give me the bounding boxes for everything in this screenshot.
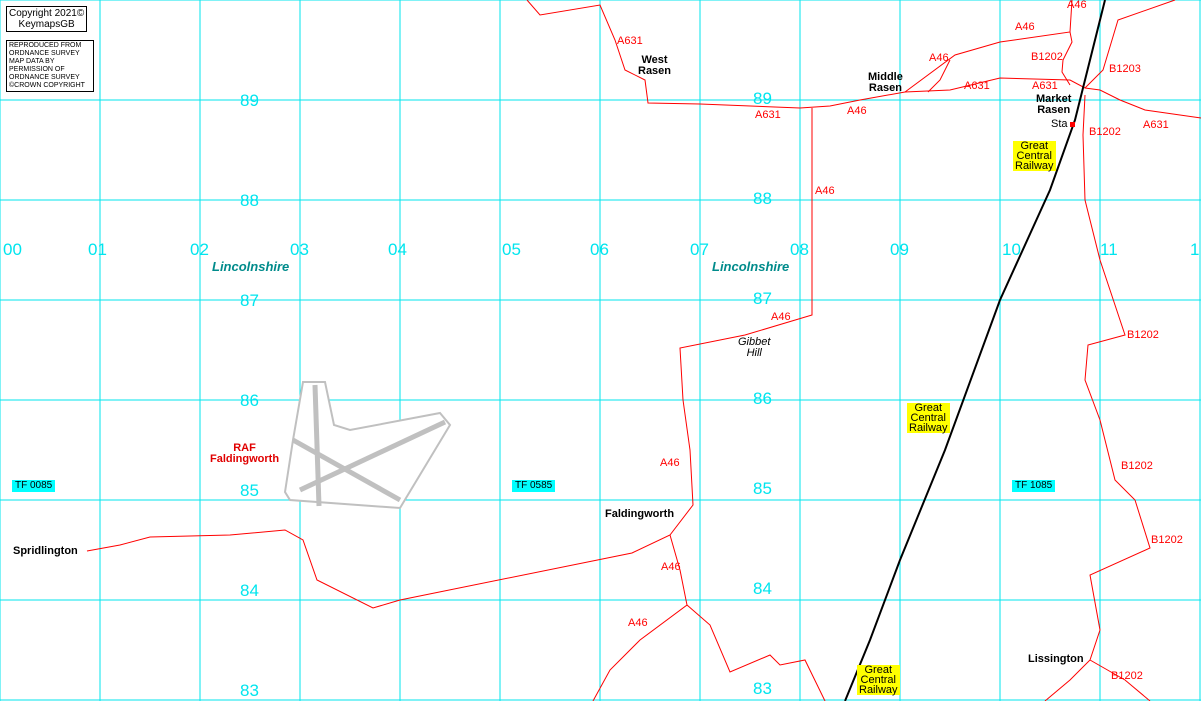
- runway: [312, 384, 322, 507]
- easting-label: 1: [1190, 240, 1200, 259]
- road: [1044, 94, 1151, 701]
- northing-label: 88: [240, 191, 259, 210]
- road-label: B1202: [1089, 126, 1121, 138]
- road: [904, 0, 1073, 93]
- easting-label: 10: [1002, 240, 1021, 259]
- northing-label: 89: [753, 89, 772, 108]
- station-marker: [1070, 122, 1075, 127]
- copyright-box: Copyright 2021©KeymapsGB: [6, 6, 88, 32]
- copyright-text: Copyright 2021©: [9, 8, 85, 19]
- northing-label: 87: [753, 289, 772, 308]
- railway-line: [844, 0, 1106, 701]
- road-label: A46: [771, 311, 791, 323]
- northing-label: 86: [753, 389, 772, 408]
- county-label: Lincolnshire: [212, 259, 290, 274]
- northing-label: 83: [753, 679, 772, 698]
- copyright-owner: KeymapsGB: [18, 19, 75, 30]
- place-faldingworth: Faldingworth: [605, 508, 675, 520]
- grid-ref-label: TF 0085: [12, 480, 56, 492]
- road-label: A46: [847, 105, 867, 117]
- road: [927, 59, 951, 93]
- notice-line: ORDNANCE SURVEY: [9, 74, 80, 81]
- road-label: A631: [1032, 80, 1058, 92]
- northing-label: 87: [240, 291, 259, 310]
- easting-label: 01: [88, 240, 107, 259]
- road-label: B1202: [1127, 329, 1159, 341]
- road-label: A46: [661, 561, 681, 573]
- easting-label: 00: [3, 240, 22, 259]
- road-label: A631: [964, 80, 990, 92]
- road: [592, 534, 688, 701]
- easting-label: 07: [690, 240, 709, 259]
- road-label: A46: [929, 52, 949, 64]
- notice-line: MAP DATA BY: [9, 58, 55, 65]
- easting-label: 05: [502, 240, 521, 259]
- road: [1084, 0, 1176, 89]
- northing-label: 88: [753, 189, 772, 208]
- road-label: A631: [755, 109, 781, 121]
- road-label: A631: [617, 35, 643, 47]
- grid-ref-label: TF 0585: [512, 480, 556, 492]
- road-label: A46: [815, 185, 835, 197]
- northing-label: 85: [240, 481, 259, 500]
- road-label: A46: [1067, 0, 1087, 11]
- easting-label: 02: [190, 240, 209, 259]
- northing-label: 83: [240, 681, 259, 700]
- road-label: A46: [628, 617, 648, 629]
- road-label: B1202: [1151, 534, 1183, 546]
- northing-label: 84: [753, 579, 772, 598]
- grid-ref-label: TF 1085: [1012, 480, 1056, 492]
- northing-label: 85: [753, 479, 772, 498]
- road: [686, 604, 826, 701]
- place-spridlington: Spridlington: [13, 545, 78, 557]
- notice-line: REPRODUCED FROM: [9, 42, 82, 49]
- road: [1061, 31, 1073, 86]
- easting-label: 09: [890, 240, 909, 259]
- station-label: Sta: [1051, 118, 1068, 130]
- place-lissington: Lissington: [1028, 653, 1084, 665]
- road: [526, 0, 1201, 119]
- road: [86, 108, 813, 609]
- easting-label: 03: [290, 240, 309, 259]
- road-label: A631: [1143, 119, 1169, 131]
- easting-label: 06: [590, 240, 609, 259]
- county-label: Lincolnshire: [712, 259, 790, 274]
- northing-label: 84: [240, 581, 259, 600]
- easting-label: 11: [1100, 240, 1118, 259]
- road-label: A46: [660, 457, 680, 469]
- runway: [298, 419, 447, 493]
- road-label: B1202: [1031, 51, 1063, 63]
- northing-label: 86: [240, 391, 259, 410]
- road: [1089, 659, 1151, 701]
- notice-line: PERMISSION OF: [9, 66, 65, 73]
- road-label: A46: [1015, 21, 1035, 33]
- notice-line: ORDNANCE SURVEY: [9, 50, 80, 57]
- road-label: B1202: [1121, 460, 1153, 472]
- airfield-outline: [283, 381, 452, 510]
- easting-label: 08: [790, 240, 809, 259]
- northing-label: 89: [240, 91, 259, 110]
- easting-label: 04: [388, 240, 407, 259]
- notice-line: ©CROWN COPYRIGHT: [9, 82, 85, 89]
- road-label: B1203: [1109, 63, 1141, 75]
- road-label: B1202: [1111, 670, 1143, 682]
